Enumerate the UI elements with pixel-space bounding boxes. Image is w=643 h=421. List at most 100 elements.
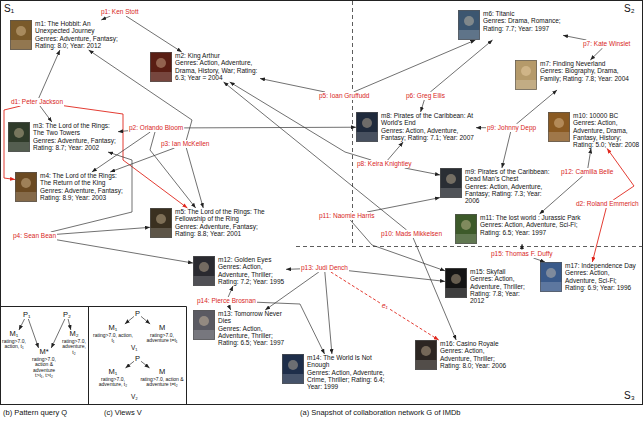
pattern-node-name: M xyxy=(140,324,184,333)
pattern-node: M₁rating>7.0, adventure, t₂ xyxy=(92,368,134,388)
connector xyxy=(354,40,476,92)
person-node: p7: Kate Winslet xyxy=(582,40,631,48)
movie-details: Genres: Adventure, Fantasy; Rating: 8.8;… xyxy=(175,223,265,238)
pattern-node-name: M₁ xyxy=(1,330,27,339)
movie-poster xyxy=(15,172,37,202)
movie-node: m17: Independence DayGenres: Action, Adv… xyxy=(540,262,637,292)
connector xyxy=(349,271,445,282)
person-name: p8: Keira Knightley xyxy=(357,160,412,168)
person-node: p5: Ioan Gruffudd xyxy=(318,92,370,100)
movie-poster xyxy=(415,340,437,370)
movie-title: m8: Pirates of the Caribbean: At World's… xyxy=(381,112,476,127)
movie-details: Genres: Action, Adventure, Drama, Histor… xyxy=(175,59,260,81)
movie-details: Genres: Action, Adventure, Sci-Fi; Ratin… xyxy=(480,221,590,236)
connector xyxy=(110,148,174,172)
connector xyxy=(265,272,319,310)
person-node: p6: Greg Ellis xyxy=(405,92,446,100)
movie-poster xyxy=(445,268,467,298)
person-name: p1: Ken Stott xyxy=(101,8,139,16)
panel-divider xyxy=(186,307,187,405)
connector xyxy=(286,268,300,269)
movie-node: m1: The Hobbit: An Unexpected JourneyGen… xyxy=(10,20,123,50)
person-name: p15: Thomas F. Duffy xyxy=(491,250,553,258)
person-node: p13: Judi Dench xyxy=(300,264,349,272)
person-node: p9: Johnny Depp xyxy=(486,124,537,132)
connector xyxy=(101,16,110,20)
person-node: p12: Camilla Belle xyxy=(560,168,614,176)
person-name: p3: Ian McKellen xyxy=(161,140,209,148)
panel-border xyxy=(1,1,643,405)
connector xyxy=(540,176,583,214)
movie-node: m11: The lost world : Jurassic ParkGenre… xyxy=(455,214,590,244)
pattern-node: M*rating>7.0, action & adventure t>t₁, t… xyxy=(31,348,57,379)
person-name: p7: Kate Winslet xyxy=(583,40,630,48)
movie-poster xyxy=(540,262,562,292)
movie-title: m4: The Lord of the Rings: The Return of… xyxy=(40,172,125,187)
movie-node: m9: Pirates of the Caribbean: Dead Man's… xyxy=(440,168,555,204)
movie-title: m12: Golden Eyes xyxy=(218,256,286,263)
connector xyxy=(388,142,403,160)
connector xyxy=(405,168,440,175)
movie-details: Genres: Action, Adventure, Thriller; Rat… xyxy=(218,263,286,285)
movie-details: Genres: Action, Adventure, Drama, Fantas… xyxy=(573,119,640,148)
movie-poster xyxy=(193,256,215,286)
movie-details: Genres: Action, Adventure, Fantasy; Rati… xyxy=(465,183,555,205)
connector xyxy=(476,127,486,128)
movie-poster xyxy=(548,112,570,142)
pattern-node: M₁rating>7.0, action, t₁ xyxy=(92,324,134,344)
pattern-node-name: P₁ xyxy=(23,310,31,319)
movie-details: Genres: Action, Adventure, Fantasy; Rati… xyxy=(381,127,476,142)
connector xyxy=(350,220,445,271)
pattern-node: M₁rating>7.0, action, t₁ xyxy=(1,330,27,350)
connector xyxy=(184,127,356,129)
person-node: p1: Ken Stott xyxy=(100,8,140,16)
connector xyxy=(331,272,439,340)
pattern-condition: rating>7.0, action, t₁ xyxy=(92,333,134,344)
movie-node: m8: Pirates of the Caribbean: At World's… xyxy=(356,112,476,142)
region-label: S₃ xyxy=(624,390,635,401)
movie-node: m15: SkyfallGenres: Action, Adventure, T… xyxy=(445,268,532,304)
movie-title: m14: The World Is Not Enough xyxy=(307,354,385,369)
movie-node: m14: The World Is Not EnoughGenres: Acti… xyxy=(282,354,385,390)
movie-node: m13: Tomorrow Never DiesGenres: Action, … xyxy=(193,310,286,346)
person-name: p14: Pierce Brosnan xyxy=(197,297,256,305)
movie-node: m4: The Lord of the Rings: The Return of… xyxy=(15,172,125,202)
caption: (a) Snapshot of collaboration network G … xyxy=(300,408,461,417)
pattern-condition: rating>7.0, adventure, t₂ xyxy=(61,339,87,356)
movie-details: Genres: Action, Adventure, Thriller; Rat… xyxy=(440,347,510,369)
region-boundary xyxy=(296,246,643,247)
view-label: V₁ xyxy=(131,344,138,351)
connector xyxy=(228,286,233,297)
view-label: V₂ xyxy=(131,393,138,400)
movie-details: Genres: Action, Adventure, Thriller; Rat… xyxy=(470,275,532,304)
pattern-node: P₂ xyxy=(62,310,72,319)
movie-poster xyxy=(193,310,215,340)
connector xyxy=(125,316,134,324)
movie-title: m9: Pirates of the Caribbean: Dead Man's… xyxy=(465,168,555,183)
connector xyxy=(40,106,52,122)
movie-title: m13: Tomorrow Never Dies xyxy=(218,310,286,325)
pattern-condition: rating>7.0, action & adventure t=t₂ xyxy=(140,377,184,388)
panel-divider xyxy=(0,306,187,307)
connector xyxy=(224,82,407,230)
pattern-node: P₁ xyxy=(22,310,32,319)
person-node: p14: Pierce Brosnan xyxy=(196,297,257,305)
movie-details: Genres: Adventure, Fantasy; Rating: 8.7;… xyxy=(33,137,118,152)
connector xyxy=(39,50,60,98)
pattern-condition: rating>7.0, adventure t=t₁ xyxy=(140,333,184,344)
pattern-node-name: M* xyxy=(31,348,57,357)
movie-title: m15: Skyfall xyxy=(470,268,532,275)
connector xyxy=(502,132,511,168)
connector xyxy=(28,319,38,348)
movie-poster xyxy=(10,20,32,50)
connector xyxy=(260,78,325,92)
person-name: p6: Greg Ellis xyxy=(406,92,445,100)
movie-poster xyxy=(356,112,378,142)
connector xyxy=(590,48,602,60)
movie-node: m16: Casino RoyaleGenres: Action, Advent… xyxy=(415,340,510,370)
panel-divider xyxy=(88,307,89,405)
movie-poster xyxy=(150,52,172,82)
person-name: p11: Naomie Harris xyxy=(319,212,375,220)
movie-poster xyxy=(282,354,304,384)
pattern-node-name: M₁ xyxy=(92,368,134,377)
